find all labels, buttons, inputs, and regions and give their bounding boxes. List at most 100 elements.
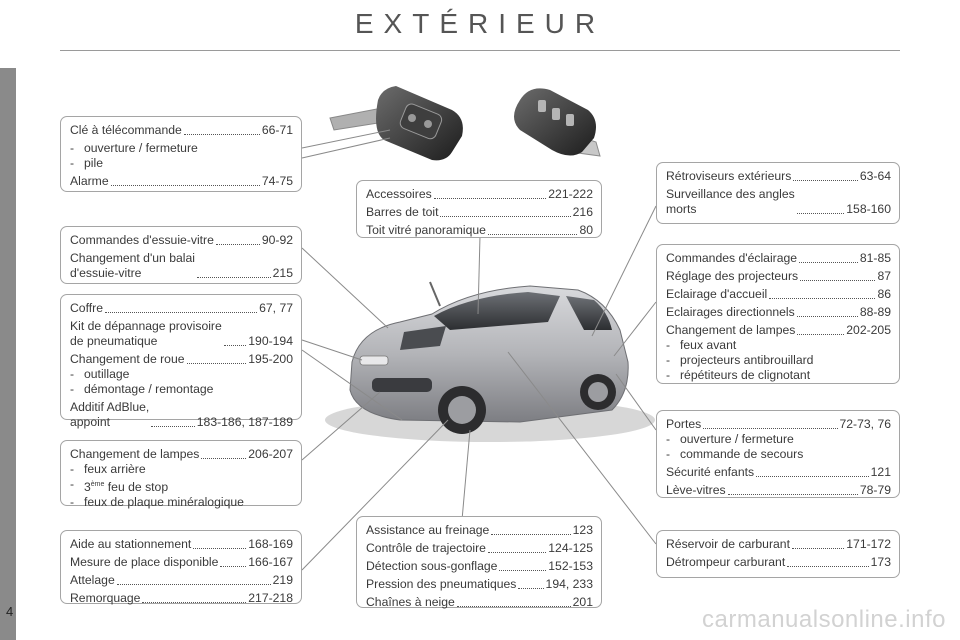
index-entry[interactable]: Assistance au freinage 123: [366, 523, 593, 538]
entry-label: Détrompeur carburant: [666, 555, 786, 569]
entry-pages: 206-207: [248, 447, 293, 461]
index-entry[interactable]: Clé à télécommande 66-71: [70, 123, 293, 138]
entry-label: Barres de toit: [366, 205, 439, 219]
page-title: EXTÉRIEUR: [354, 8, 606, 39]
entry-pages: 121: [870, 465, 891, 479]
entry-label: Changement d'un balai d'essuie-vitre: [70, 251, 195, 280]
entry-pages: 217-218: [248, 591, 293, 605]
entry-pages: 72-73, 76: [839, 417, 892, 431]
sub-item: -projecteurs antibrouillard: [666, 353, 814, 367]
index-entry[interactable]: Changement de lampes 206-207: [70, 447, 293, 462]
index-entry[interactable]: Portes 72-73, 76: [666, 417, 891, 432]
page-number: 4: [6, 604, 14, 619]
folding-key-icon: [329, 86, 463, 161]
entry-label: Commandes d'essuie-vitre: [70, 233, 214, 247]
sub-item: -feux de plaque minéralogique: [70, 495, 244, 510]
index-entry[interactable]: Eclairage d'accueil 86: [666, 287, 891, 302]
entry-label: Accessoires: [366, 187, 432, 201]
entry-pages: 190-194: [248, 334, 293, 348]
index-entry[interactable]: Changement de lampes 202-205: [666, 323, 891, 338]
entry-label: Surveillance des angles morts: [666, 187, 795, 216]
entry-label: Contrôle de trajectoire: [366, 541, 486, 555]
entry-label: Eclairages directionnels: [666, 305, 795, 319]
entry-label: Eclairage d'accueil: [666, 287, 768, 301]
sub-item: -ouverture / fermeture: [666, 432, 794, 446]
index-entry[interactable]: Barres de toit 216: [366, 205, 593, 220]
index-entry[interactable]: Changement de roue 195-200: [70, 352, 293, 367]
entry-label: Chaînes à neige: [366, 595, 455, 609]
index-entry[interactable]: Kit de dépannage provisoire de pneumatiq…: [70, 319, 293, 349]
sub-item: -feux arrière: [70, 462, 146, 476]
entry-pages: 219: [272, 573, 293, 587]
entry-label: Détection sous-gonflage: [366, 559, 498, 573]
entry-pages: 166-167: [248, 555, 293, 569]
index-entry[interactable]: Commandes d'essuie-vitre 90-92: [70, 233, 293, 248]
connector-lines: [301, 129, 657, 571]
index-entry[interactable]: Réglage des projecteurs 87: [666, 269, 891, 284]
entry-label: Pression des pneumatiques: [366, 577, 517, 591]
box-accessories: Accessoires 221-222 Barres de toit 216 Toi…: [356, 180, 602, 238]
index-entry[interactable]: Additif AdBlue, appoint 183-186, 187-189: [70, 400, 293, 430]
sub-item: -feux avant: [666, 338, 737, 352]
entry-pages: 158-160: [846, 202, 891, 216]
entry-pages: 216: [572, 205, 593, 219]
entry-label: Aide au stationnement: [70, 537, 192, 551]
entry-pages: 90-92: [261, 233, 293, 247]
entry-label: Changement de lampes: [666, 323, 796, 337]
entry-pages: 123: [572, 523, 593, 537]
index-entry[interactable]: Accessoires 221-222: [366, 187, 593, 202]
entry-pages: 66-71: [261, 123, 293, 137]
entry-pages: 221-222: [548, 187, 593, 201]
sub-item: -répétiteurs de clignotant: [666, 368, 811, 382]
entry-label: Changement de roue: [70, 352, 185, 366]
entry-label: Assistance au freinage: [366, 523, 490, 537]
entry-label: Coffre: [70, 301, 103, 315]
entry-label: Changement de lampes: [70, 447, 200, 461]
watermark: carmanualsonline.info: [702, 606, 946, 633]
entry-label: Alarme: [70, 174, 109, 188]
index-entry[interactable]: Surveillance des angles morts 158-160: [666, 187, 891, 217]
entry-label: Portes: [666, 417, 702, 431]
entry-pages: 202-205: [846, 323, 891, 337]
entry-label: Kit de dépannage provisoire de pneumatiq…: [70, 319, 222, 348]
box-rear-lamps: Changement de lampes 206-207 -feux arrièr…: [60, 440, 302, 509]
entry-label: Réservoir de carburant: [666, 537, 790, 551]
entry-label: Additif AdBlue, appoint: [70, 400, 150, 429]
entry-label: Réglage des projecteurs: [666, 269, 799, 283]
entry-pages: 63-64: [859, 169, 891, 183]
entry-pages: 183-186, 187-189: [196, 415, 293, 429]
sub-item: -outillage: [70, 367, 130, 381]
entry-pages: 78-79: [859, 483, 891, 497]
box-wipers: Commandes d'essuie-vitre 90-92 Changement…: [60, 226, 302, 284]
entry-pages: 80: [579, 223, 593, 237]
entry-pages: 86: [877, 287, 891, 301]
entry-pages: 87: [877, 269, 891, 283]
sub-item: -pile: [70, 156, 103, 170]
entry-label: Clé à télécommande: [70, 123, 182, 137]
entry-pages: 195-200: [248, 352, 293, 366]
